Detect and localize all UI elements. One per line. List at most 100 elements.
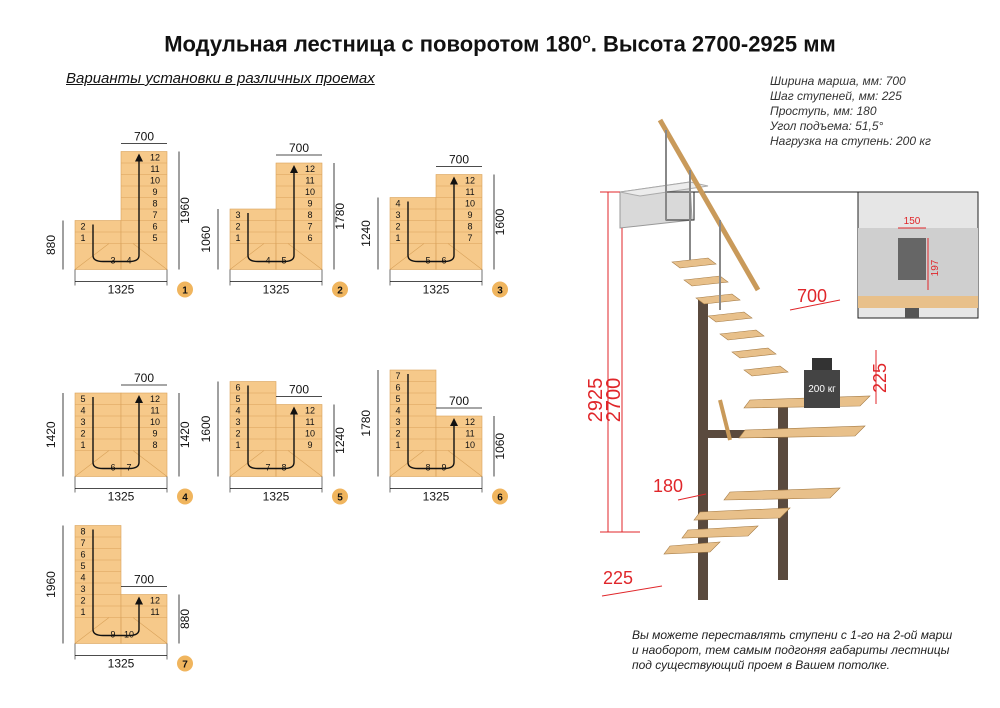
- step-number: 2: [395, 429, 400, 439]
- dim-width-label: 1325: [263, 283, 290, 297]
- step-number: 10: [124, 630, 134, 640]
- step-number: 8: [152, 199, 157, 209]
- winder-line: [74, 450, 110, 477]
- dim-left-label: 1420: [44, 421, 58, 448]
- step-number: 3: [235, 417, 240, 427]
- spec-line: Шаг ступеней, мм: 225: [770, 89, 902, 103]
- dim-march-label: 700: [134, 573, 154, 587]
- spec-line: Ширина марша, мм: 700: [770, 74, 906, 88]
- step-number: 5: [281, 256, 286, 266]
- variant-badge: [177, 281, 193, 298]
- step-number: 2: [395, 222, 400, 232]
- note-line: и наоборот, тем самым подгоняя габариты …: [632, 643, 950, 657]
- variants-subtitle: Варианты установки в различных проемах: [66, 70, 375, 87]
- variant-badge-number: 6: [497, 493, 503, 504]
- step-number: 12: [305, 164, 315, 174]
- dim-right-label: 1240: [333, 427, 347, 454]
- step-number: 11: [465, 187, 474, 197]
- step-number: 7: [307, 222, 312, 232]
- arrow-head: [450, 176, 458, 185]
- step-number: 10: [150, 176, 160, 186]
- step-number: 11: [305, 176, 314, 186]
- variant-badge-number: 1: [182, 286, 188, 297]
- dim-180-label: 180: [653, 476, 683, 496]
- handrail: [657, 118, 761, 441]
- step-number: 11: [305, 417, 314, 427]
- title-degree: o: [582, 30, 591, 46]
- step-number: 8: [425, 463, 430, 473]
- step-number: 4: [80, 406, 85, 416]
- walking-line: [407, 374, 455, 470]
- dim-2925-label: 2925: [585, 378, 607, 423]
- stair-treads: [663, 257, 871, 555]
- step-number: 11: [150, 164, 159, 174]
- dimension-lines: [600, 191, 877, 597]
- weight-200kg: 200 кг: [804, 358, 840, 408]
- step-number: 8: [281, 463, 286, 473]
- left-march: [74, 525, 122, 644]
- winder-line: [74, 243, 110, 270]
- step-number: 5: [425, 256, 430, 266]
- dim-width-label: 1325: [108, 283, 135, 297]
- step-number: 6: [110, 463, 115, 473]
- title-tail: . Высота 2700-2925 мм: [590, 31, 836, 57]
- step-number: 2: [235, 222, 240, 232]
- step-number: 7: [126, 463, 131, 473]
- stair-frame: [698, 300, 788, 600]
- arrow-head: [135, 153, 143, 162]
- step-number: 7: [395, 371, 400, 381]
- dim-left-label: 880: [44, 235, 58, 255]
- variant-badge-number: 2: [337, 286, 343, 297]
- step-number: 4: [265, 256, 270, 266]
- right-march: [275, 404, 323, 477]
- variant-badge: [492, 488, 508, 505]
- step-number: 9: [110, 630, 115, 640]
- variant-badge: [332, 488, 348, 505]
- step-number: 1: [395, 440, 400, 450]
- step-number: 6: [235, 383, 240, 393]
- arrow-head: [135, 596, 143, 605]
- walking-line: [92, 157, 140, 263]
- dim-left-label: 1600: [199, 415, 213, 442]
- step-number: 4: [80, 573, 85, 583]
- step-number: 1: [235, 440, 240, 450]
- dim-left-label: 1060: [199, 226, 213, 253]
- walking-line: [247, 169, 295, 263]
- tread: [707, 311, 753, 323]
- step-number: 12: [465, 176, 475, 186]
- step-number: 4: [235, 406, 240, 416]
- winder-line: [389, 450, 425, 477]
- tread: [671, 257, 717, 269]
- step-number: 9: [467, 210, 472, 220]
- dim-right-label: 1600: [493, 208, 507, 235]
- dim-width-label: 1325: [263, 490, 290, 504]
- step-number: 5: [235, 394, 240, 404]
- step-number: 3: [235, 210, 240, 220]
- dim-left-label: 1240: [359, 220, 373, 247]
- step-number: 4: [126, 256, 131, 266]
- step-number: 1: [395, 233, 400, 243]
- step-number: 1: [235, 233, 240, 243]
- variant-badge: [177, 488, 193, 505]
- dim-left-label: 1780: [359, 410, 373, 437]
- arrow-head: [290, 406, 298, 415]
- step-number: 1: [80, 233, 85, 243]
- step-number: 7: [467, 233, 472, 243]
- dim-225-bottom-label: 225: [603, 568, 633, 588]
- tread: [683, 275, 729, 287]
- walking-line: [407, 180, 455, 263]
- step-number: 3: [395, 210, 400, 220]
- step-number: 9: [307, 199, 312, 209]
- dim-right-label: 1060: [493, 433, 507, 460]
- tread: [719, 329, 765, 341]
- step-number: 1: [80, 607, 85, 617]
- step-number: 8: [307, 210, 312, 220]
- dim-right-label: 1960: [178, 197, 192, 224]
- tread: [743, 365, 789, 377]
- step-number: 12: [150, 153, 160, 163]
- winder-line: [229, 450, 265, 477]
- step-number: 3: [80, 417, 85, 427]
- weight-label: 200 кг: [808, 384, 836, 395]
